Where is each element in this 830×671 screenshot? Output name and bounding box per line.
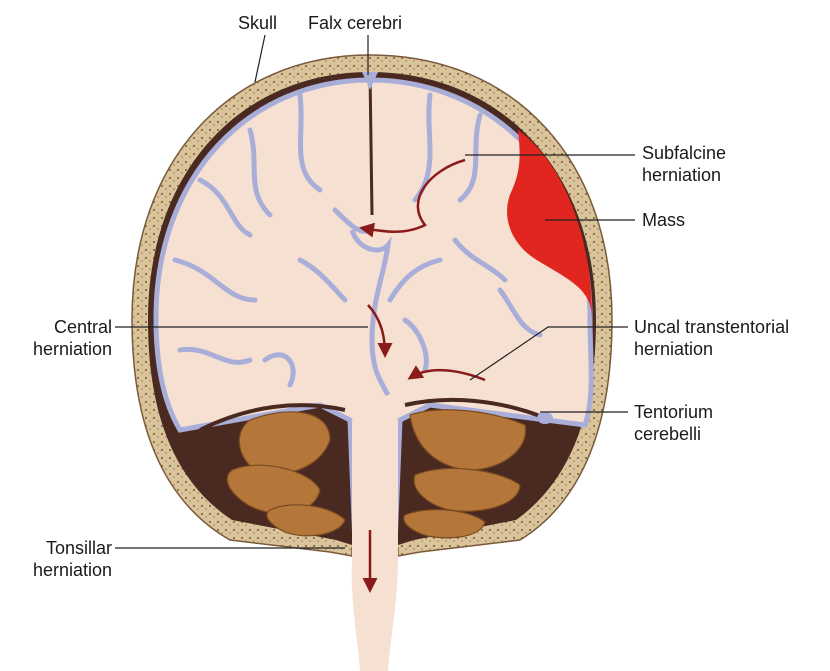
label-tentorium-cerebelli: Tentorium cerebelli — [634, 401, 713, 445]
label-falx-cerebri: Falx cerebri — [308, 12, 402, 34]
label-uncal-herniation: Uncal transtentorial herniation — [634, 316, 789, 360]
falx-cerebri — [370, 72, 372, 215]
label-skull: Skull — [238, 12, 277, 34]
label-subfalcine-herniation: Subfalcine herniation — [642, 142, 726, 186]
brainstem — [352, 420, 398, 671]
label-mass: Mass — [642, 209, 685, 231]
label-tonsillar-herniation: Tonsillar herniation — [8, 537, 112, 581]
label-central-herniation: Central herniation — [8, 316, 112, 360]
